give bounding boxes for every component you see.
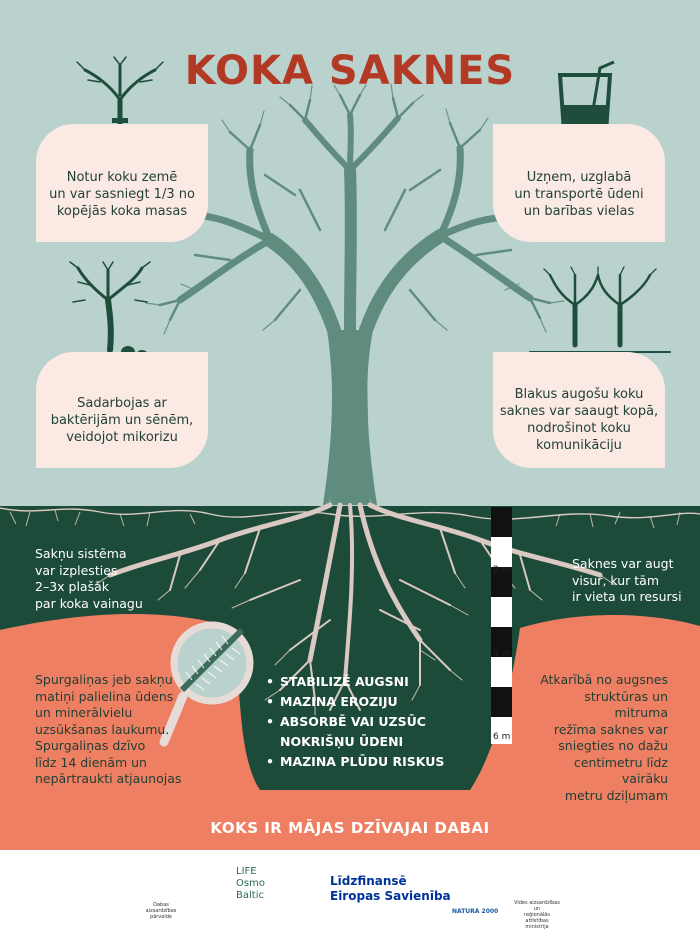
surface-rootlets (0, 507, 700, 520)
root-depth-text: Atkarībā no augsnes struktūras un mitrum… (540, 672, 668, 803)
card-water-uptake-text: Uzņem, uzglabā un transportē ūdeni un ba… (514, 170, 644, 219)
depth-label-4m: 4 m (493, 649, 511, 659)
benefit-item: MAZINA PLŪDU RISKUS (266, 752, 444, 772)
benefit-item: MAZINA EROZIJU (266, 692, 444, 712)
card-communication-text: Blakus augošu koku saknes var saaugt kop… (499, 387, 659, 453)
ministry-logo-caption: Vides aizsardzības un reģionālās attīstī… (514, 900, 560, 930)
footer: Dabas aizsardzības pārvalde LIFE Osmo Ba… (0, 850, 700, 933)
card-anchoring-text: Notur koku zemē un var sasniegt 1/3 no k… (49, 170, 195, 219)
life-line1: LIFE (236, 866, 257, 877)
grow-anywhere-text: Saknes var augt visur, kur tām ir vieta … (572, 556, 682, 604)
benefits-list: STABILIZĒ AUGSNI MAZINA EROZIJU ABSORBĒ … (266, 672, 444, 772)
tree (145, 83, 565, 508)
card-water-uptake: Uzņem, uzglabā un transportē ūdeni un ba… (493, 124, 665, 242)
root-spread-text: Sakņu sistēma var izplesties 2–3x plašāk… (35, 546, 143, 611)
motto-banner: KOKS IR MĀJAS DZĪVAJAI DABAI (210, 819, 490, 837)
root-hairs-text: Spurgaliņas jeb sakņu matiņi palielina ū… (35, 672, 182, 786)
card-mycorrhiza-text: Sadarbojas ar baktērijām un sēnēm, veido… (50, 396, 194, 445)
card-communication: Blakus augošu koku saknes var saaugt kop… (493, 352, 665, 468)
natura-2000-logo: NATURA 2000 (452, 908, 499, 915)
card-mycorrhiza: Sadarbojas ar baktērijām un sēnēm, veido… (36, 352, 208, 468)
eu-cofinance-text: Līdzfinansē Eiropas Savienība (330, 874, 451, 904)
eu-line1: Līdzfinansē (330, 874, 407, 888)
benefit-item: ABSORBĒ VAI UZSŪC NOKRIŠŅU ŪDENI (266, 712, 444, 752)
magnifier-illustration (159, 621, 254, 747)
life-osmo-logo: LIFE Osmo Baltic (236, 866, 265, 902)
eu-line2: Eiropas Savienība (330, 889, 451, 903)
life-line3: Baltic (236, 890, 264, 901)
benefit-item: STABILIZĒ AUGSNI (266, 672, 444, 692)
depth-scale (491, 507, 512, 744)
depth-label-2m: 2 m (493, 565, 511, 575)
mushroom-tree-icon (69, 261, 151, 364)
life-line2: Osmo (236, 878, 265, 889)
page-title: KOKA SAKNES (184, 48, 516, 94)
depth-label-6m: 6 m (493, 732, 511, 742)
card-anchoring: Notur koku zemē un var sasniegt 1/3 no k… (36, 124, 208, 242)
dap-logo-caption: Dabas aizsardzības pārvalde (145, 902, 177, 920)
